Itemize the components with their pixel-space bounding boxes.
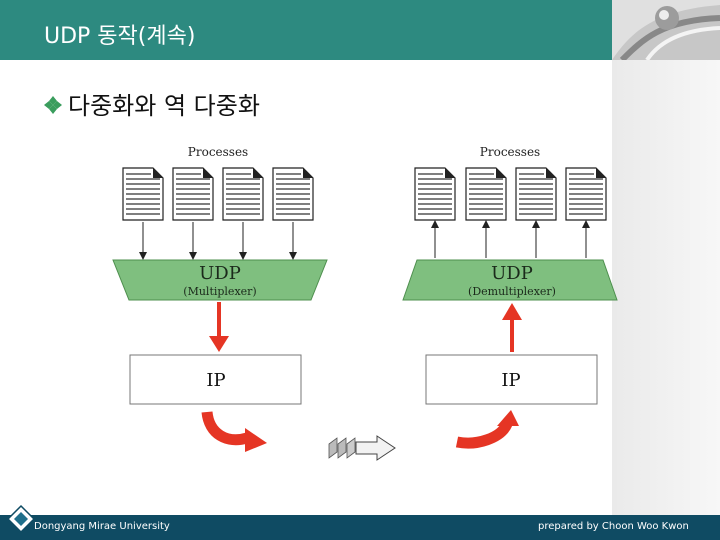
footer-university-name: Dongyang Mirae University (34, 521, 170, 532)
left-red-down-arrow-icon (209, 336, 229, 352)
right-ip-label: IP (501, 370, 520, 391)
transition-arrow-icon (328, 435, 396, 461)
footer-bar (0, 515, 720, 540)
header-bar: UDP 동작(계속) (0, 0, 612, 60)
footer-author: prepared by Choon Woo Kwon (538, 521, 689, 532)
left-curved-red-arrow-icon (201, 411, 249, 446)
process-document-icon (515, 167, 557, 221)
process-document-icon (565, 167, 607, 221)
decorative-corner-image (612, 0, 720, 60)
left-ip-box (129, 354, 302, 405)
right-processes-label: Processes (480, 145, 540, 159)
right-udp-demultiplexer-box (402, 259, 618, 301)
left-down-arrows (139, 222, 297, 260)
right-red-up-arrow-icon (502, 303, 522, 320)
process-document-icon (122, 167, 164, 221)
university-logo-icon (6, 504, 36, 534)
process-document-icon (414, 167, 456, 221)
left-processes-label: Processes (188, 145, 248, 159)
bullet-diamond-icon (44, 96, 62, 118)
slide-title: UDP 동작(계속) (44, 24, 196, 49)
right-curved-red-arrow-icon (455, 421, 513, 449)
right-decorative-strip (612, 60, 720, 515)
process-document-icon (172, 167, 214, 221)
left-udp-subtitle: (Multiplexer) (183, 285, 256, 298)
process-document-icon (222, 167, 264, 221)
process-document-icon (272, 167, 314, 221)
left-ip-label: IP (206, 370, 225, 391)
left-udp-multiplexer-box (112, 259, 328, 301)
right-process-documents (414, 167, 607, 221)
right-udp-title: UDP (491, 263, 533, 284)
process-document-icon (465, 167, 507, 221)
right-ip-box (425, 354, 598, 405)
left-udp-title: UDP (199, 263, 241, 284)
right-up-arrows (431, 220, 590, 258)
left-process-documents (122, 167, 314, 221)
right-udp-subtitle: (Demultiplexer) (468, 285, 556, 298)
mux-demux-diagram: Processes UDP (Multiplexer) (112, 145, 618, 461)
bullet-text: 다중화와 역 다중화 (68, 92, 260, 120)
